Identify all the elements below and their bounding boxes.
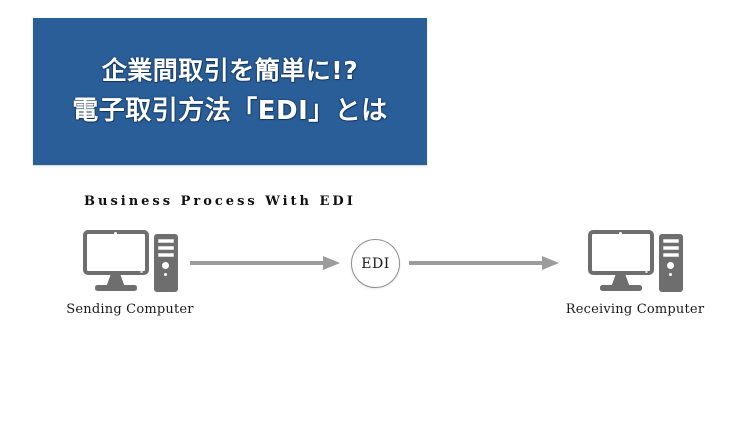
title-banner: 企業間取引を簡単に!? 電子取引方法「EDI」とは bbox=[33, 18, 427, 165]
tower-icon bbox=[658, 234, 683, 292]
arrow-head-icon bbox=[542, 256, 559, 270]
tower-drive-bay bbox=[662, 253, 679, 257]
edi-hub-node: EDI bbox=[351, 239, 400, 288]
monitor-stand-base bbox=[94, 285, 137, 291]
tower-drive-bay bbox=[157, 246, 174, 250]
tower-power-button-icon bbox=[667, 262, 674, 269]
desktop-computer-icon bbox=[82, 230, 178, 292]
monitor-camera-dot bbox=[618, 231, 622, 235]
arrow-head-icon bbox=[323, 256, 340, 270]
arrow-sending-to-edi bbox=[190, 254, 340, 272]
monitor-icon bbox=[587, 230, 654, 292]
tower-indicator-dot bbox=[164, 273, 167, 276]
title-line-1: 企業間取引を簡単に!? bbox=[101, 55, 359, 85]
edi-flow-diagram: Sending Computer EDI bbox=[0, 230, 750, 350]
monitor-frame bbox=[587, 230, 654, 275]
monitor-icon bbox=[82, 230, 149, 292]
monitor-stand-base bbox=[599, 285, 642, 291]
tower-drive-bay bbox=[157, 239, 174, 243]
tower-indicator-dot bbox=[669, 273, 672, 276]
title-line-2: 電子取引方法「EDI」とは bbox=[72, 96, 388, 127]
tower-icon bbox=[153, 234, 178, 292]
monitor-frame bbox=[82, 230, 149, 275]
node-sending-computer: Sending Computer bbox=[35, 230, 225, 317]
desktop-computer-icon bbox=[587, 230, 683, 292]
monitor-led-icon bbox=[645, 270, 648, 273]
monitor-stand-neck bbox=[611, 275, 630, 286]
arrow-shaft bbox=[190, 261, 324, 265]
tower-power-button-icon bbox=[162, 262, 169, 269]
node-label-sending: Sending Computer bbox=[66, 302, 194, 317]
node-receiving-computer: Receiving Computer bbox=[540, 230, 730, 317]
tower-drive-bay bbox=[662, 246, 679, 250]
node-label-receiving: Receiving Computer bbox=[565, 302, 705, 317]
monitor-led-icon bbox=[140, 270, 143, 273]
tower-drive-bay bbox=[662, 239, 679, 243]
edi-hub-label: EDI bbox=[361, 255, 390, 272]
diagram-heading: Business Process With EDI bbox=[84, 194, 356, 209]
tower-drive-bay bbox=[157, 253, 174, 257]
monitor-stand-neck bbox=[106, 275, 125, 286]
monitor-camera-dot bbox=[113, 231, 117, 235]
arrow-shaft bbox=[409, 261, 543, 265]
arrow-edi-to-receiving bbox=[409, 254, 559, 272]
